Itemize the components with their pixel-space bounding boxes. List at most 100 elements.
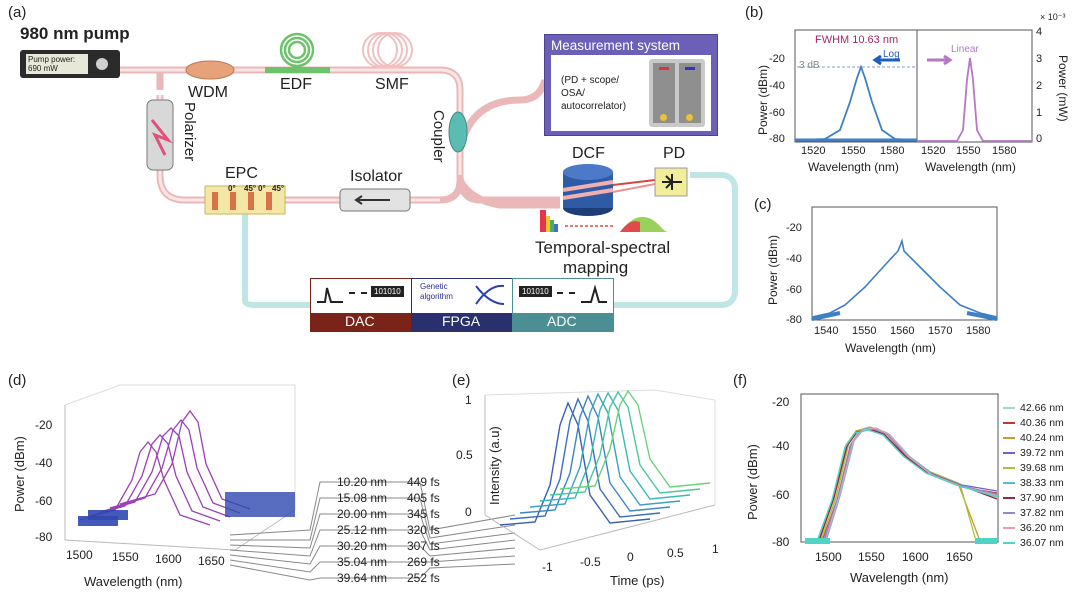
b-ytick-1: -20 — [769, 53, 785, 65]
adc-binary: 101010 — [519, 286, 552, 297]
d-ytick-1: -20 — [35, 418, 53, 432]
f-legend-label: 36.07 nm — [1020, 536, 1064, 549]
f-legend-label: 36.20 nm — [1020, 521, 1064, 534]
linear-spectrum — [917, 57, 1032, 142]
coupler-label: Coupler — [430, 110, 447, 163]
b-xtick-3: 1580 — [880, 145, 905, 157]
b-rtick-5: 0 — [1036, 133, 1043, 145]
adc-block: 101010 ADC — [512, 278, 614, 332]
f-legend-label: 40.36 nm — [1020, 416, 1064, 429]
panel-d-chart — [64, 384, 296, 551]
b-xtick-2: 1550 — [841, 145, 866, 157]
panel-e-label: (e) — [452, 372, 471, 389]
fiber-ring — [110, 66, 560, 209]
b-3db: 3 dB — [799, 60, 820, 71]
dac-label: DAC — [345, 313, 375, 329]
f-legend-swatch — [1003, 496, 1015, 499]
instrument-rack — [649, 59, 705, 127]
dcf-label: DCF — [572, 145, 605, 162]
epc-angle-2: 45° — [244, 184, 257, 193]
c-ytick-1: -20 — [786, 222, 802, 234]
f-ytick-3: -60 — [772, 488, 790, 502]
b-xtick-5: 1550 — [956, 145, 981, 157]
c-xtick-5: 1580 — [966, 325, 991, 337]
pd-label: PD — [663, 145, 686, 162]
f-xtick-4: 1650 — [946, 550, 973, 564]
dna-icon — [475, 284, 505, 305]
pair-bw-6: 35.04 nm — [337, 555, 388, 569]
b-xtick-1: 1520 — [801, 145, 826, 157]
measurement-inner: (PD + scope/ OSA/ autocorrelator) — [551, 55, 711, 131]
f-xtick-2: 1550 — [858, 550, 885, 564]
e-pulses — [499, 389, 711, 526]
pair-bw-1: 10.20 nm — [337, 475, 388, 489]
f-legend-swatch — [1003, 481, 1015, 484]
panel-c-label: (c) — [754, 196, 772, 213]
c-xtick-1: 1540 — [814, 325, 839, 337]
dac-block: 101010 DAC — [310, 278, 412, 332]
tsm-label-1: Temporal-spectral — [535, 238, 671, 257]
f-legend-label: 39.72 nm — [1020, 446, 1064, 459]
panel-c-chart — [811, 206, 998, 321]
b-ylabel-right: Power (mW) — [1056, 55, 1070, 122]
e-ytick-2: 0.5 — [456, 448, 473, 462]
epc-angle-3: 0° — [258, 184, 266, 193]
f-legend-item: 39.68 nm — [1003, 460, 1078, 475]
f-traces — [816, 426, 998, 542]
dcf-spool — [562, 164, 614, 216]
epc-label: EPC — [225, 165, 258, 182]
b-fwhm: FWHM 10.63 nm — [815, 34, 899, 46]
e-ytick-3: 0 — [465, 505, 472, 519]
measurement-title: Measurement system — [551, 38, 681, 53]
pair-connectors — [230, 481, 516, 581]
adc-label: ADC — [547, 313, 577, 329]
polarizer-component — [146, 99, 174, 171]
f-legend-swatch — [1003, 511, 1015, 514]
wdm-label: WDM — [188, 84, 228, 101]
log-spectrum — [794, 64, 918, 141]
e-xlabel: Time (ps) — [610, 573, 665, 588]
pair-bw-7: 39.64 nm — [337, 571, 388, 585]
measurement-line-2: OSA/ — [561, 88, 585, 99]
c-spectrum — [811, 238, 998, 318]
polarizer-label: Polarizer — [181, 102, 198, 162]
b-linear: Linear — [951, 44, 979, 55]
f-ylabel: Power (dBm) — [745, 444, 760, 520]
electric-loop — [242, 172, 738, 308]
d-xtick-2: 1550 — [112, 550, 139, 564]
smf-coil — [362, 32, 413, 68]
f-ytick-2: -40 — [772, 439, 790, 453]
dac-binary: 101010 — [371, 286, 404, 297]
b-xlabel-2: Wavelength (nm) — [925, 160, 1016, 174]
pump-power-value: 690 mW — [28, 64, 58, 73]
c-xlabel: Wavelength (nm) — [845, 341, 936, 355]
pair-bw-3: 20.00 nm — [337, 507, 388, 521]
f-ytick-4: -80 — [772, 535, 790, 549]
pump-title: 980 nm pump — [20, 24, 130, 43]
edf-coil — [279, 32, 315, 68]
c-ylabel: Power (dBm) — [766, 234, 780, 305]
b-rtick-1: 4 — [1036, 26, 1043, 38]
pair-pw-5: 307 fs — [407, 539, 440, 553]
smf-label: SMF — [375, 76, 409, 93]
f-legend-item: 40.36 nm — [1003, 415, 1078, 430]
f-legend-item: 36.07 nm — [1003, 535, 1078, 550]
edf-label: EDF — [280, 76, 312, 93]
d-ylabel: Power (dBm) — [12, 436, 27, 512]
d-xtick-1: 1500 — [66, 548, 93, 562]
d-xtick-4: 1650 — [198, 554, 225, 568]
e-ytick-1: 1 — [465, 393, 472, 407]
b-xlabel-1: Wavelength (nm) — [808, 160, 899, 174]
c-xtick-4: 1570 — [928, 325, 953, 337]
pair-pw-2: 405 fs — [407, 491, 440, 505]
b-exp: × 10⁻³ — [1040, 12, 1066, 22]
e-xtick-2: -0.5 — [580, 555, 601, 569]
genetic-line-2: algorithm — [420, 292, 453, 301]
e-xtick-1: -1 — [542, 560, 553, 574]
f-xtick-1: 1500 — [815, 550, 842, 564]
wdm-component — [185, 60, 235, 80]
f-legend-item: 42.66 nm — [1003, 400, 1078, 415]
b-log: Log — [883, 49, 900, 60]
panel-f-chart — [800, 393, 999, 544]
pair-pw-3: 345 fs — [407, 507, 440, 521]
